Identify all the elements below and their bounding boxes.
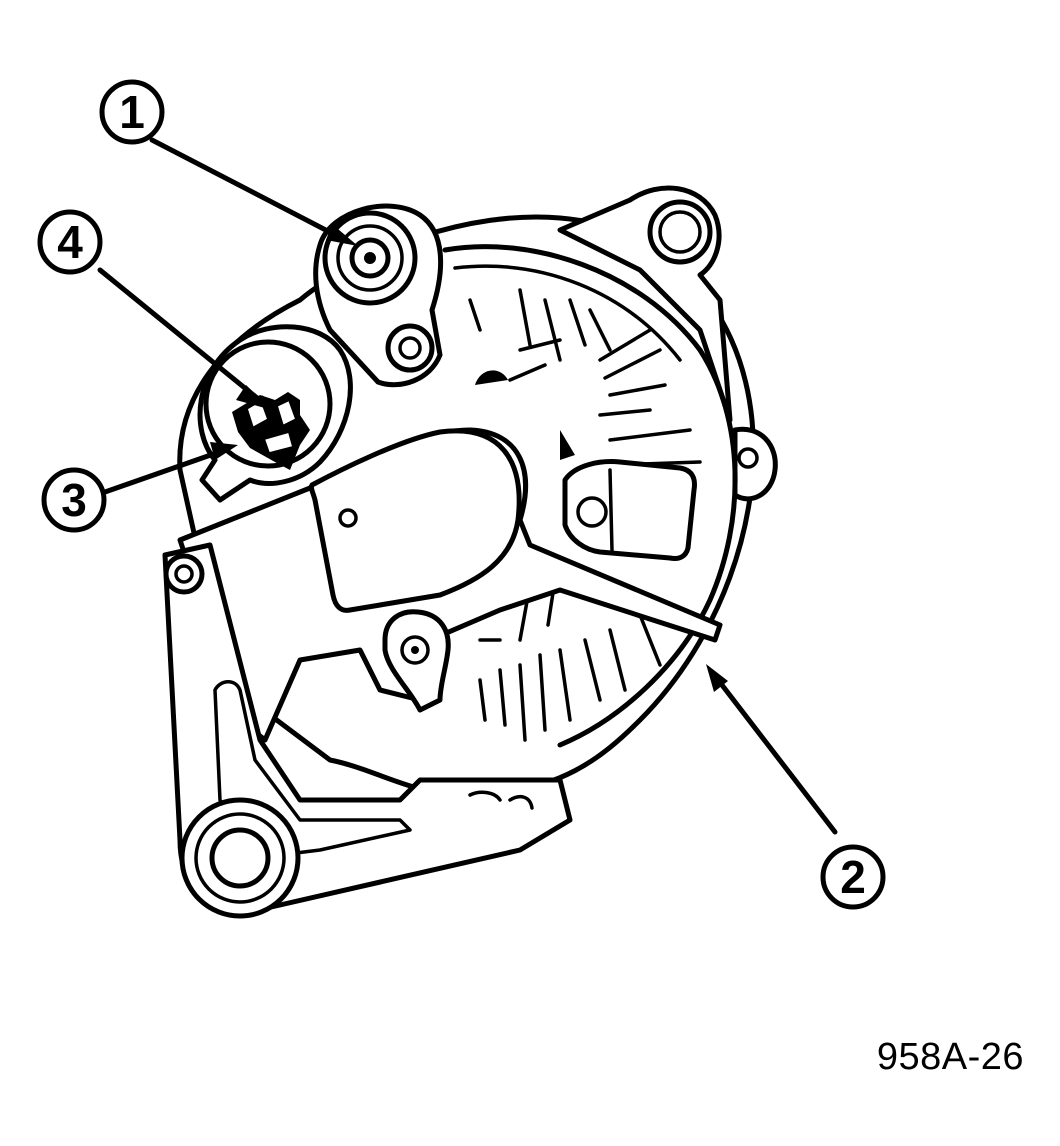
leader-lines bbox=[97, 137, 838, 835]
callout-2-label: 2 bbox=[840, 851, 866, 903]
callout-1-label: 1 bbox=[119, 86, 145, 138]
b-plus-terminal bbox=[313, 203, 444, 388]
callout-2: 2 bbox=[820, 844, 886, 910]
field-connector-socket bbox=[197, 324, 353, 503]
mounting-boss-lower-left bbox=[162, 542, 573, 919]
alternator-housing bbox=[177, 185, 778, 799]
callout-3-label: 3 bbox=[61, 474, 87, 526]
callout-4-label: 4 bbox=[57, 216, 83, 268]
callout-1: 1 bbox=[99, 79, 165, 145]
figure-id: 958A-26 bbox=[876, 1036, 1024, 1078]
callout-3: 3 bbox=[41, 467, 107, 533]
callout-4: 4 bbox=[37, 209, 103, 275]
